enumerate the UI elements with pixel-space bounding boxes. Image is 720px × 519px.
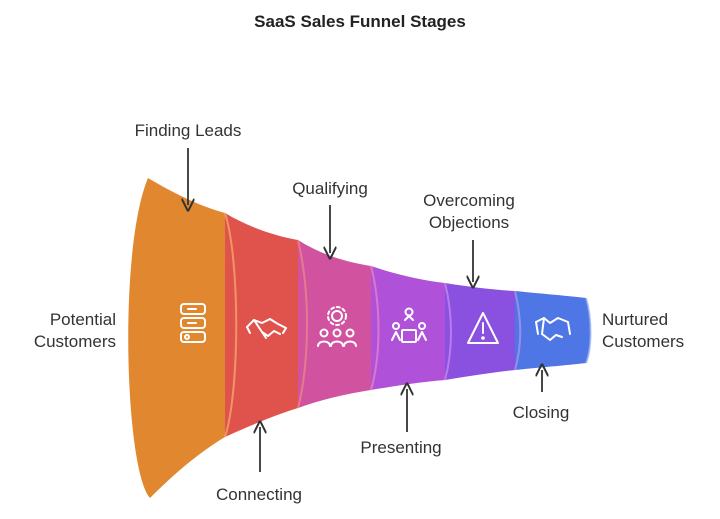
funnel-segment-qualifying [298, 240, 371, 408]
stage-label-qualifying: Qualifying [292, 179, 368, 198]
presentation-meeting-icon [391, 307, 427, 343]
deal-handshake-icon [535, 317, 571, 341]
funnel-segment-connecting [225, 213, 298, 437]
funnel-segment-overcoming-objections [445, 283, 515, 380]
start-label: Potential Customers [33, 310, 116, 351]
handshake-icon [246, 318, 287, 339]
stage-label-overcoming-objections: Overcoming Objections [423, 191, 515, 232]
end-label: Nurtured Customers [602, 310, 685, 351]
stage-label-finding-leads: Finding Leads [134, 121, 242, 140]
stage-label-connecting: Connecting [215, 485, 303, 504]
warning-triangle-icon [467, 312, 499, 344]
diagram-title: SaaS Sales Funnel Stages [254, 12, 466, 31]
funnel-segment-closing [515, 291, 591, 370]
team-gear-icon [317, 306, 357, 347]
funnel-segment-presenting [371, 266, 445, 390]
funnel-segment-finding-leads [128, 178, 225, 498]
stage-label-presenting: Presenting [360, 438, 442, 457]
stage-label-closing: Closing [512, 403, 570, 422]
list-checklist-icon [180, 303, 206, 343]
